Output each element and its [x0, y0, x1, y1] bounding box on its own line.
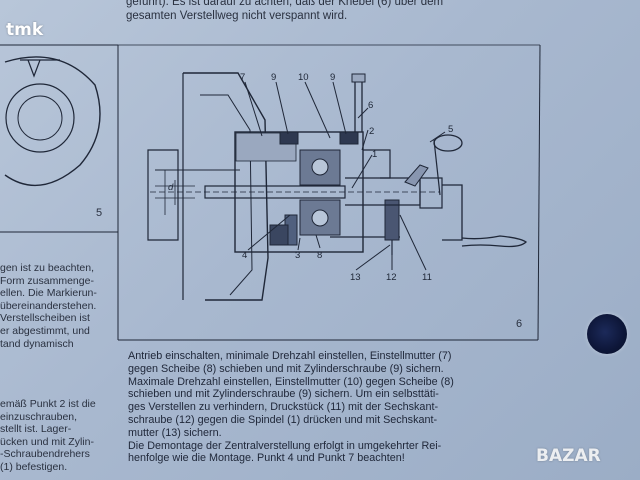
fig5-key [27, 59, 41, 78]
screw-12 [384, 199, 400, 241]
figure-6-number: 6 [516, 318, 523, 330]
intro-line: geführt). Es ist darauf zu achten, daß d… [126, 0, 444, 8]
callout-9: 9 [330, 72, 336, 83]
bearing-top [299, 149, 341, 186]
left-line: Form zusammenge- [0, 274, 94, 287]
intro-line: gesamten Verstellweg nicht verspannt wir… [126, 10, 348, 22]
left-column-text: gen ist zu beachten, Form zusammenge- el… [0, 262, 112, 350]
left-line: tand dynamisch [0, 337, 74, 350]
callout-3: 3 [295, 250, 301, 261]
instruction-line: ges Verstellen zu verhindern, Druckstück… [128, 401, 439, 414]
instruction-text: Antrieb einschalten, minimale Drehzahl e… [128, 350, 548, 465]
instruction-line: mutter (13) sichern. [128, 426, 222, 439]
left-line: -Schraubendrehers [0, 448, 90, 461]
nut-9a [279, 131, 299, 145]
watermark-bazar: BAZAR [536, 446, 601, 466]
instruction-line: henfolge wie die Montage. Punkt 4 und Pu… [128, 452, 405, 465]
handwheel-body [442, 184, 463, 241]
intro-text: geführt). Es ist darauf zu achten, daß d… [126, 0, 526, 23]
left-column-text-2: emäß Punkt 2 ist die einzuschrauben, ste… [0, 398, 112, 474]
fig5-ring [5, 83, 75, 153]
pulley-outline [183, 72, 269, 301]
left-line: übereinanderstehen. [0, 299, 97, 312]
handwheel-grip [433, 134, 463, 152]
left-line: stellt ist. Lager- [0, 423, 72, 436]
instruction-line: Die Demontage der Zentralverstellung erf… [128, 439, 442, 452]
dimension-d: d [168, 182, 174, 193]
left-line: (1) befestigen. [0, 460, 68, 473]
callout-10: 10 [298, 72, 309, 83]
punch-hole [587, 314, 627, 354]
fig5-outer-arc [4, 56, 101, 187]
instruction-line: gegen Scheibe (8) schieben und mit Zylin… [128, 362, 444, 375]
callout-13: 13 [350, 272, 361, 283]
instruction-line: schraube (12) gegen die Spindel (1) drüc… [128, 413, 438, 426]
left-line: er abgestimmt, und [0, 324, 90, 337]
instruction-line: Antrieb einschalten, minimale Drehzahl e… [128, 350, 452, 362]
lever-6 [354, 78, 363, 132]
callout-5: 5 [448, 124, 454, 135]
instruction-line: Maximale Drehzahl einstellen, Einstellmu… [128, 375, 454, 388]
left-line: einzuschrauben, [0, 410, 78, 423]
crank-handle [461, 235, 528, 248]
fig5-hub [17, 95, 63, 141]
callout-12: 12 [386, 272, 397, 283]
left-line: emäß Punkt 2 ist die [0, 398, 96, 410]
instruction-line: schieben und mit Zylinderschraube (9) si… [128, 388, 439, 401]
motor-flange [147, 149, 179, 241]
callout-7: 7 [240, 72, 246, 83]
left-line: ellen. Die Markierun- [0, 287, 97, 300]
left-line: ücken und mit Zylin- [0, 435, 94, 448]
callout-6: 6 [368, 100, 374, 111]
callout-2: 2 [369, 126, 375, 137]
callout-9: 9 [271, 72, 277, 83]
nut-9b [339, 131, 359, 145]
fig6-frame-right [537, 44, 541, 341]
callout-4: 4 [242, 250, 248, 261]
housing [234, 131, 364, 253]
figure-5-number: 5 [96, 207, 103, 219]
left-line: Verstellscheiben ist [0, 312, 90, 325]
callout-1: 1 [372, 149, 378, 160]
watermark-tmk: tmk [6, 20, 44, 40]
left-line: gen ist zu beachten, [0, 262, 94, 274]
callout-11: 11 [422, 272, 432, 283]
callout-8: 8 [317, 250, 323, 261]
